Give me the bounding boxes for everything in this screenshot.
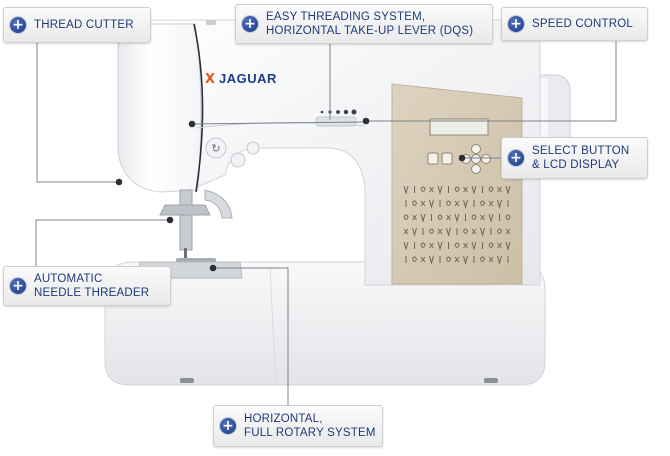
callout-easy-threading[interactable]: + EASY THREADING SYSTEM, HORIZONTAL TAKE…	[235, 4, 493, 44]
stitch-symbol	[471, 214, 477, 220]
brand-name: JAGUAR	[219, 71, 277, 86]
stitch-symbol	[497, 255, 502, 265]
stitch-symbol	[488, 213, 494, 223]
machine-base	[104, 261, 546, 386]
stitch-symbol	[403, 241, 409, 251]
stitch-symbol	[505, 185, 511, 195]
stitch-symbol	[463, 242, 468, 249]
stitch-symbol	[463, 228, 469, 234]
callout-label: SPEED CONTROL	[532, 18, 634, 30]
head-front-curve	[193, 23, 204, 193]
callout-label: EASY THREADING SYSTEM, HORIZONTAL TAKE-U…	[266, 11, 474, 37]
stitch-symbol	[420, 200, 426, 207]
stitch-symbol	[454, 186, 460, 192]
svg-text:↻: ↻	[211, 142, 220, 155]
callout-label: HORIZONTAL, FULL ROTARY SYSTEM	[244, 413, 376, 439]
callout-rotary-system[interactable]: + HORIZONTAL, FULL ROTARY SYSTEM	[213, 405, 383, 447]
threading-guide-dots	[320, 109, 357, 115]
stitch-symbol	[454, 200, 460, 207]
reverse-button: ↻	[205, 137, 227, 159]
stitch-symbol	[437, 185, 443, 195]
stitch-symbol	[412, 227, 417, 237]
free-arm-cover-seam	[269, 267, 277, 385]
callout-label: SELECT BUTTON & LCD DISPLAY	[532, 145, 630, 171]
stitch-symbol	[488, 186, 494, 192]
stitch-symbol	[412, 200, 418, 206]
stitch-symbol	[437, 214, 443, 220]
stitch-symbol	[412, 214, 417, 221]
stitch-symbol	[446, 214, 451, 221]
callout-needle-threader[interactable]: + AUTOMATIC NEEDLE THREADER	[3, 266, 171, 306]
stitch-symbol	[454, 242, 460, 248]
needle-assembly	[159, 189, 233, 266]
stitch-symbol	[463, 255, 468, 265]
stitch-symbol	[471, 241, 477, 251]
stitch-symbol	[403, 214, 409, 220]
plus-icon: +	[508, 150, 524, 166]
leader-endpoints	[115, 117, 466, 272]
stitch-symbol	[471, 228, 477, 235]
stitch-symbol	[403, 185, 409, 195]
start-stop-button	[230, 152, 246, 168]
stitch-symbol	[437, 241, 443, 251]
stitch-symbol	[403, 228, 409, 235]
stitch-symbol	[463, 199, 468, 209]
take-up-lever-slot	[315, 116, 357, 127]
stitch-symbol	[429, 255, 434, 265]
stitch-symbol	[420, 213, 426, 223]
stitch-symbol	[446, 256, 452, 262]
stitch-symbol	[488, 256, 494, 263]
machine-feet	[180, 378, 498, 383]
stitch-symbol	[412, 256, 418, 262]
stitch-symbol	[420, 242, 426, 248]
stitch-symbol	[505, 228, 511, 235]
stitch-symbol	[505, 241, 511, 251]
stitch-symbol	[497, 199, 502, 209]
stitch-symbol	[480, 227, 485, 237]
stitch-symbol	[420, 186, 426, 192]
stitch-symbol	[480, 200, 486, 206]
plus-icon: +	[220, 418, 236, 434]
stitch-pattern-chart	[403, 185, 511, 265]
plus-icon: +	[10, 17, 26, 33]
leader-lines	[35, 36, 617, 405]
stitch-symbol	[488, 242, 494, 248]
brand-mark: X	[205, 72, 215, 87]
callout-label: AUTOMATIC NEEDLE THREADER	[34, 273, 150, 299]
stitch-symbol	[480, 214, 485, 221]
plus-icon: +	[508, 16, 524, 32]
stitch-symbol	[429, 228, 435, 234]
stitch-symbol	[463, 186, 468, 193]
stitch-symbol	[429, 186, 434, 193]
control-panel	[391, 83, 523, 285]
stitch-symbol	[480, 256, 486, 262]
callout-label: THREAD CUTTER	[34, 19, 134, 31]
stitch-symbol	[497, 242, 502, 249]
needle-position-button	[246, 141, 260, 155]
stitch-symbol	[454, 213, 460, 223]
callout-thread-cutter[interactable]: + THREAD CUTTER	[3, 7, 151, 43]
stitch-symbol	[437, 228, 443, 235]
plus-icon: +	[242, 16, 258, 32]
stitch-symbol	[446, 200, 452, 206]
callout-speed-control[interactable]: + SPEED CONTROL	[501, 7, 648, 41]
stitch-symbol	[497, 228, 503, 234]
stitch-symbol	[429, 199, 434, 209]
stitch-symbol	[429, 242, 434, 249]
stitch-symbol	[454, 256, 460, 263]
sewing-head	[117, 23, 202, 193]
callout-select-button[interactable]: + SELECT BUTTON & LCD DISPLAY	[501, 137, 648, 179]
stitch-symbol	[497, 186, 502, 193]
stitch-symbol	[471, 185, 477, 195]
stitch-symbol	[488, 200, 494, 207]
panel-buttons	[427, 144, 491, 174]
stitch-symbol	[420, 256, 426, 263]
stitch-symbol	[446, 227, 451, 237]
stitch-symbol	[505, 214, 511, 220]
lcd-display	[429, 118, 489, 136]
plus-icon: +	[10, 278, 26, 294]
